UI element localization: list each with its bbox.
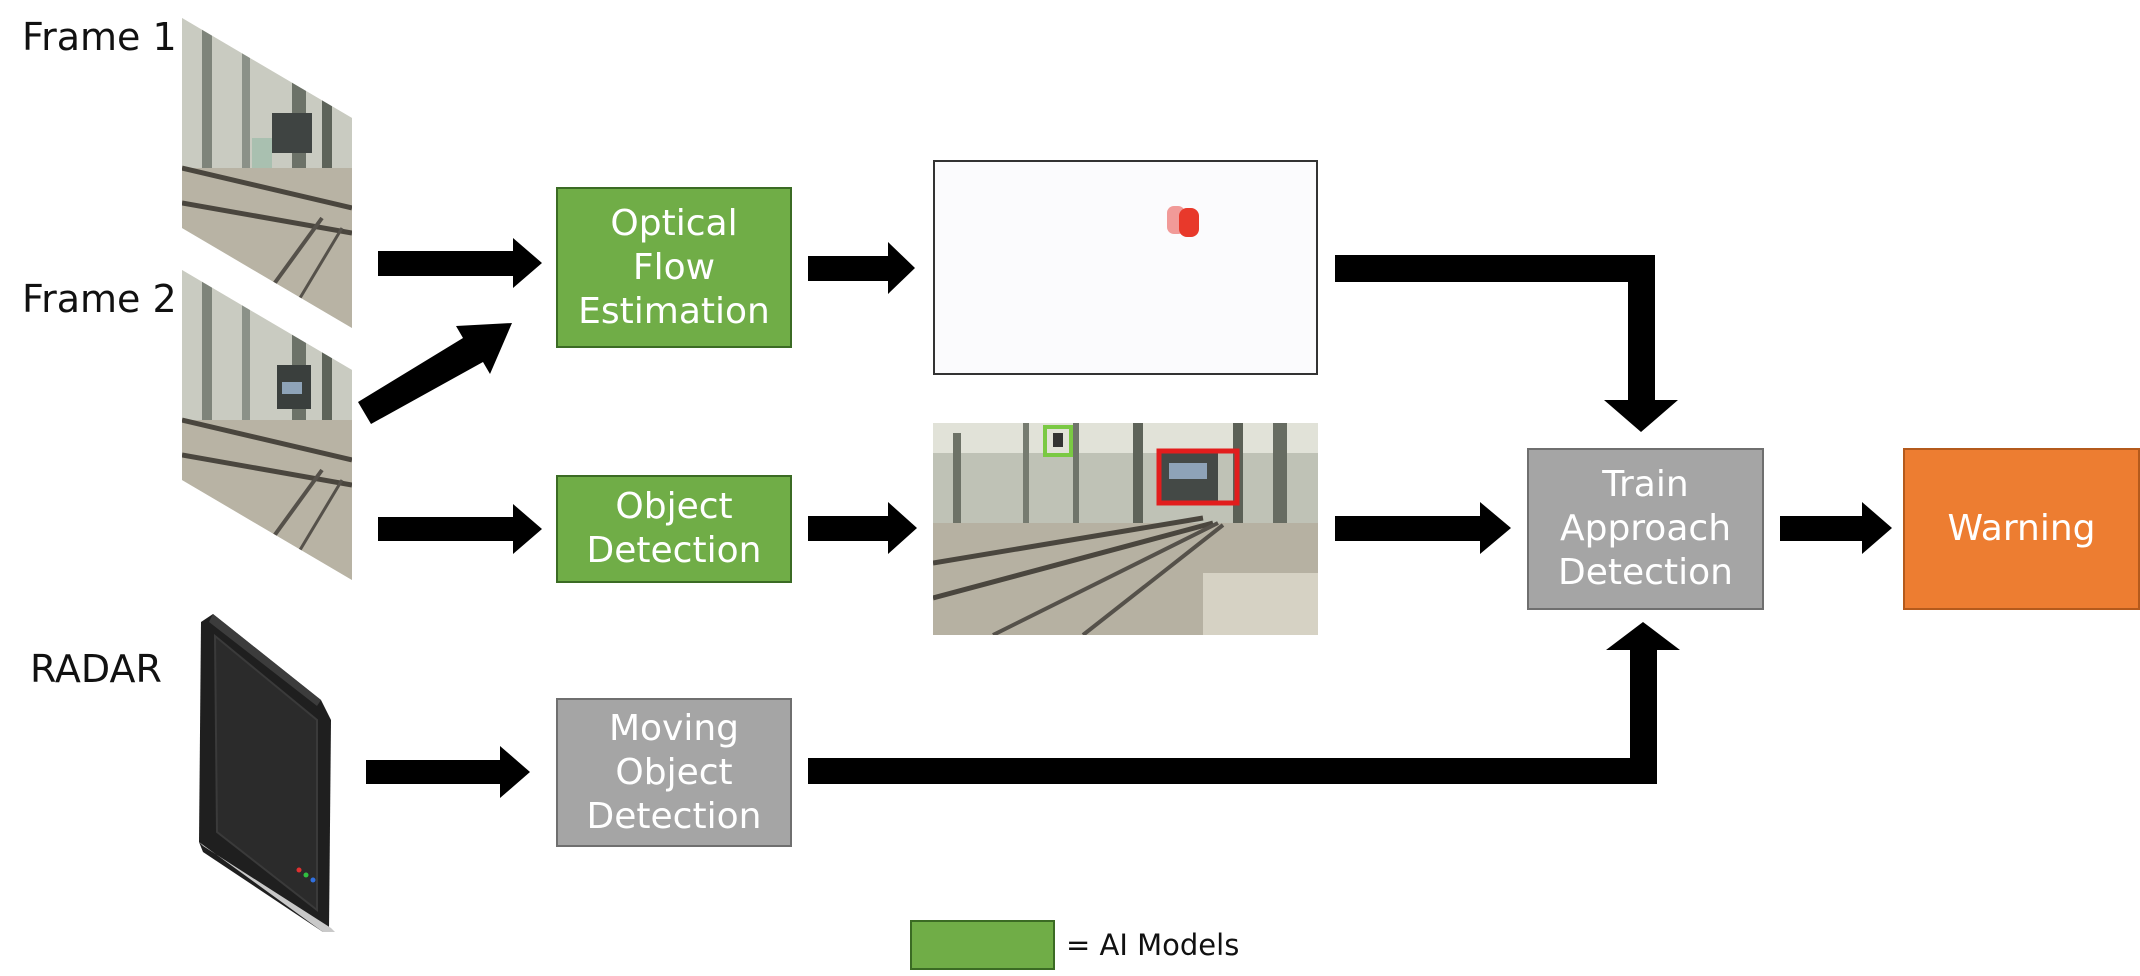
object-detection-output-image: [933, 423, 1318, 635]
arrow-object-detection-to-image: [808, 502, 917, 554]
arrow-detection-image-to-train-approach: [1335, 502, 1511, 554]
arrow-train-approach-to-warning: [1780, 502, 1892, 554]
arrow-frame2-to-optical-flow: [358, 323, 512, 424]
arrow-moving-object-to-train-approach: [808, 622, 1680, 784]
optical-flow-line-3: Estimation: [578, 290, 770, 332]
moving-object-detection-box: Moving Object Detection: [556, 698, 792, 847]
warning-label: Warning: [1947, 508, 2096, 549]
frame2-image: [182, 270, 352, 580]
arrow-radar-to-moving-object: [366, 746, 530, 798]
frame2-label: Frame 2: [22, 277, 177, 321]
arrow-flow-image-to-train-approach: [1335, 255, 1678, 432]
arrow-frame1-to-optical-flow: [378, 238, 542, 288]
train-approach-line-3: Detection: [1558, 552, 1733, 593]
legend-ai-label: = AI Models: [1066, 928, 1240, 962]
optical-flow-line-2: Flow: [632, 246, 716, 288]
optical-flow-estimation-box: Optical Flow Estimation: [556, 187, 792, 348]
arrow-frame2-to-object-detection: [378, 504, 542, 554]
optical-flow-line-1: Optical: [610, 202, 738, 244]
frame1-label: Frame 1: [22, 15, 177, 59]
arrow-optical-flow-to-image: [808, 242, 915, 294]
object-detection-line-2: Detection: [586, 530, 762, 571]
optical-flow-output-image: [933, 160, 1318, 375]
object-detection-line-1: Object: [615, 486, 733, 527]
train-approach-detection-box: Train Approach Detection: [1527, 448, 1764, 610]
object-detection-box: Object Detection: [556, 475, 792, 583]
legend-ai-swatch: [910, 920, 1055, 970]
radar-device-image: [195, 612, 335, 932]
moving-object-line-1: Moving: [608, 707, 740, 749]
moving-object-line-3: Detection: [586, 795, 762, 837]
train-approach-line-2: Approach: [1559, 508, 1732, 549]
train-approach-line-1: Train: [1602, 464, 1689, 505]
moving-object-line-2: Object: [615, 751, 733, 793]
radar-label: RADAR: [30, 647, 162, 691]
warning-box: Warning: [1903, 448, 2140, 610]
